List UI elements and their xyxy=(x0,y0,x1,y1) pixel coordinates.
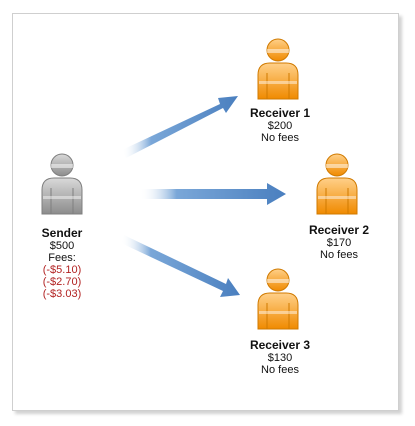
receiver-3-person-icon xyxy=(257,268,299,330)
receiver-2-note: No fees xyxy=(320,249,358,261)
sender-fee-1: (-$5.10) xyxy=(42,264,82,276)
arrow-to-receiver-1 xyxy=(122,96,238,158)
receiver-1-name: Receiver 1 xyxy=(249,106,311,120)
receiver-2-amount: $170 xyxy=(326,237,352,249)
receiver-3-label: Receiver 3 $130 No fees xyxy=(225,338,335,376)
receiver-3-amount: $130 xyxy=(267,352,293,364)
receiver-3-name: Receiver 3 xyxy=(249,338,311,352)
sender-fee-2: (-$2.70) xyxy=(42,276,82,288)
arrow-to-receiver-3 xyxy=(121,235,240,297)
sender-fee-3: (-$3.03) xyxy=(42,288,82,300)
sender-amount: $500 xyxy=(49,240,75,252)
arrow-to-receiver-2 xyxy=(140,183,286,205)
receiver-1-note: No fees xyxy=(261,132,299,144)
sender-person-icon xyxy=(41,153,83,215)
receiver-1-person-icon xyxy=(257,38,299,100)
receiver-3-note: No fees xyxy=(261,364,299,376)
sender-fees-label: Fees: xyxy=(48,252,76,264)
receiver-2-name: Receiver 2 xyxy=(308,223,370,237)
receiver-1-amount: $200 xyxy=(267,120,293,132)
receiver-2-person-icon xyxy=(316,153,358,215)
receiver-2-label: Receiver 2 $170 No fees xyxy=(284,223,394,261)
sender-label: Sender $500 Fees: (-$5.10) (-$2.70) (-$3… xyxy=(7,226,117,300)
sender-name: Sender xyxy=(41,226,83,240)
receiver-1-label: Receiver 1 $200 No fees xyxy=(225,106,335,144)
